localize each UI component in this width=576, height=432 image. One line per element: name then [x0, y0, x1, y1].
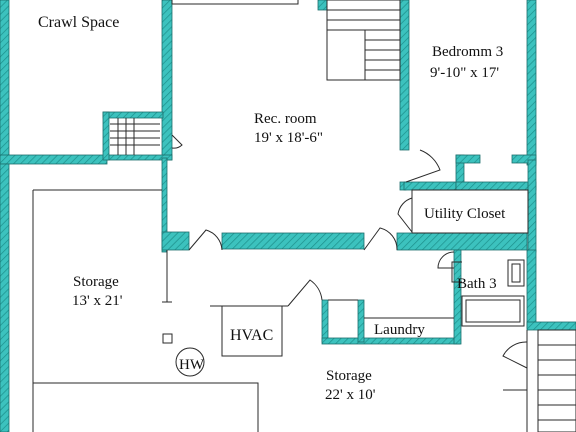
- bath3-label: Bath 3: [457, 276, 497, 292]
- wall-crawl-right: [161, 0, 173, 161]
- wall-right-lower: [526, 249, 537, 329]
- wall-bedroom-left: [399, 0, 410, 151]
- wall-top-stair-left: [317, 0, 328, 11]
- door-rec-bottom: [363, 227, 398, 251]
- wall-bedroom-bottom-d: [455, 181, 537, 191]
- bedroom3-size: 9'-10" x 17': [430, 65, 499, 81]
- door-utility: [397, 197, 413, 233]
- laundry-label: Laundry: [374, 322, 425, 338]
- door-stairs: [502, 341, 528, 369]
- wall-rec-bottom-mid: [221, 232, 365, 250]
- water-heater-icon: [175, 347, 205, 377]
- wall-laundry-left: [321, 299, 329, 343]
- labels: Crawl Space Rec. room 19' x 18'-6" Bedro…: [38, 14, 506, 403]
- thin-lines: [32, 0, 576, 432]
- wall-rec-left: [161, 157, 168, 253]
- wall-laundry-bottom: [321, 337, 461, 345]
- hvac-label: HVAC: [230, 327, 273, 344]
- wall-laundry-right: [453, 249, 462, 345]
- wall-crawl-bottom: [0, 154, 108, 165]
- door-crawl: [171, 134, 183, 149]
- door-laundry: [287, 279, 323, 307]
- wall-utility-right: [527, 159, 537, 253]
- wall-bedroom-bottom-a: [403, 181, 457, 191]
- storage-left-size: 13' x 21': [72, 293, 123, 309]
- storage-bottom-size: 22' x 10': [325, 387, 376, 403]
- wall-rec-bottom-left: [161, 231, 190, 251]
- utility-closet-label: Utility Closet: [424, 206, 506, 222]
- wall-rec-bottom-right: [396, 232, 528, 251]
- wall-laundry-divider: [357, 299, 365, 343]
- wall-left-lower: [0, 163, 10, 432]
- doors: [171, 134, 528, 369]
- wall-left-upper: [0, 0, 10, 159]
- storage-bottom-label: Storage: [326, 368, 372, 384]
- wall-bedroom-bottom-e: [511, 154, 537, 164]
- storage-left-label: Storage: [73, 274, 119, 290]
- bedroom3-label: Bedromm 3: [432, 44, 503, 60]
- hw-label: HW: [179, 357, 205, 373]
- door-bedroom: [405, 149, 441, 183]
- rec-room-label: Rec. room: [254, 111, 317, 127]
- wall-bedroom-bottom-c: [455, 154, 481, 164]
- door-storage: [188, 229, 223, 251]
- wall-stair-notch-left: [102, 111, 110, 161]
- door-bath: [437, 251, 455, 269]
- wall-bedroom-right: [526, 0, 537, 166]
- wall-stair-notch-top: [102, 111, 164, 119]
- crawl-space-label: Crawl Space: [38, 14, 119, 31]
- wall-right-step: [526, 321, 576, 331]
- rec-room-size: 19' x 18'-6": [254, 130, 323, 146]
